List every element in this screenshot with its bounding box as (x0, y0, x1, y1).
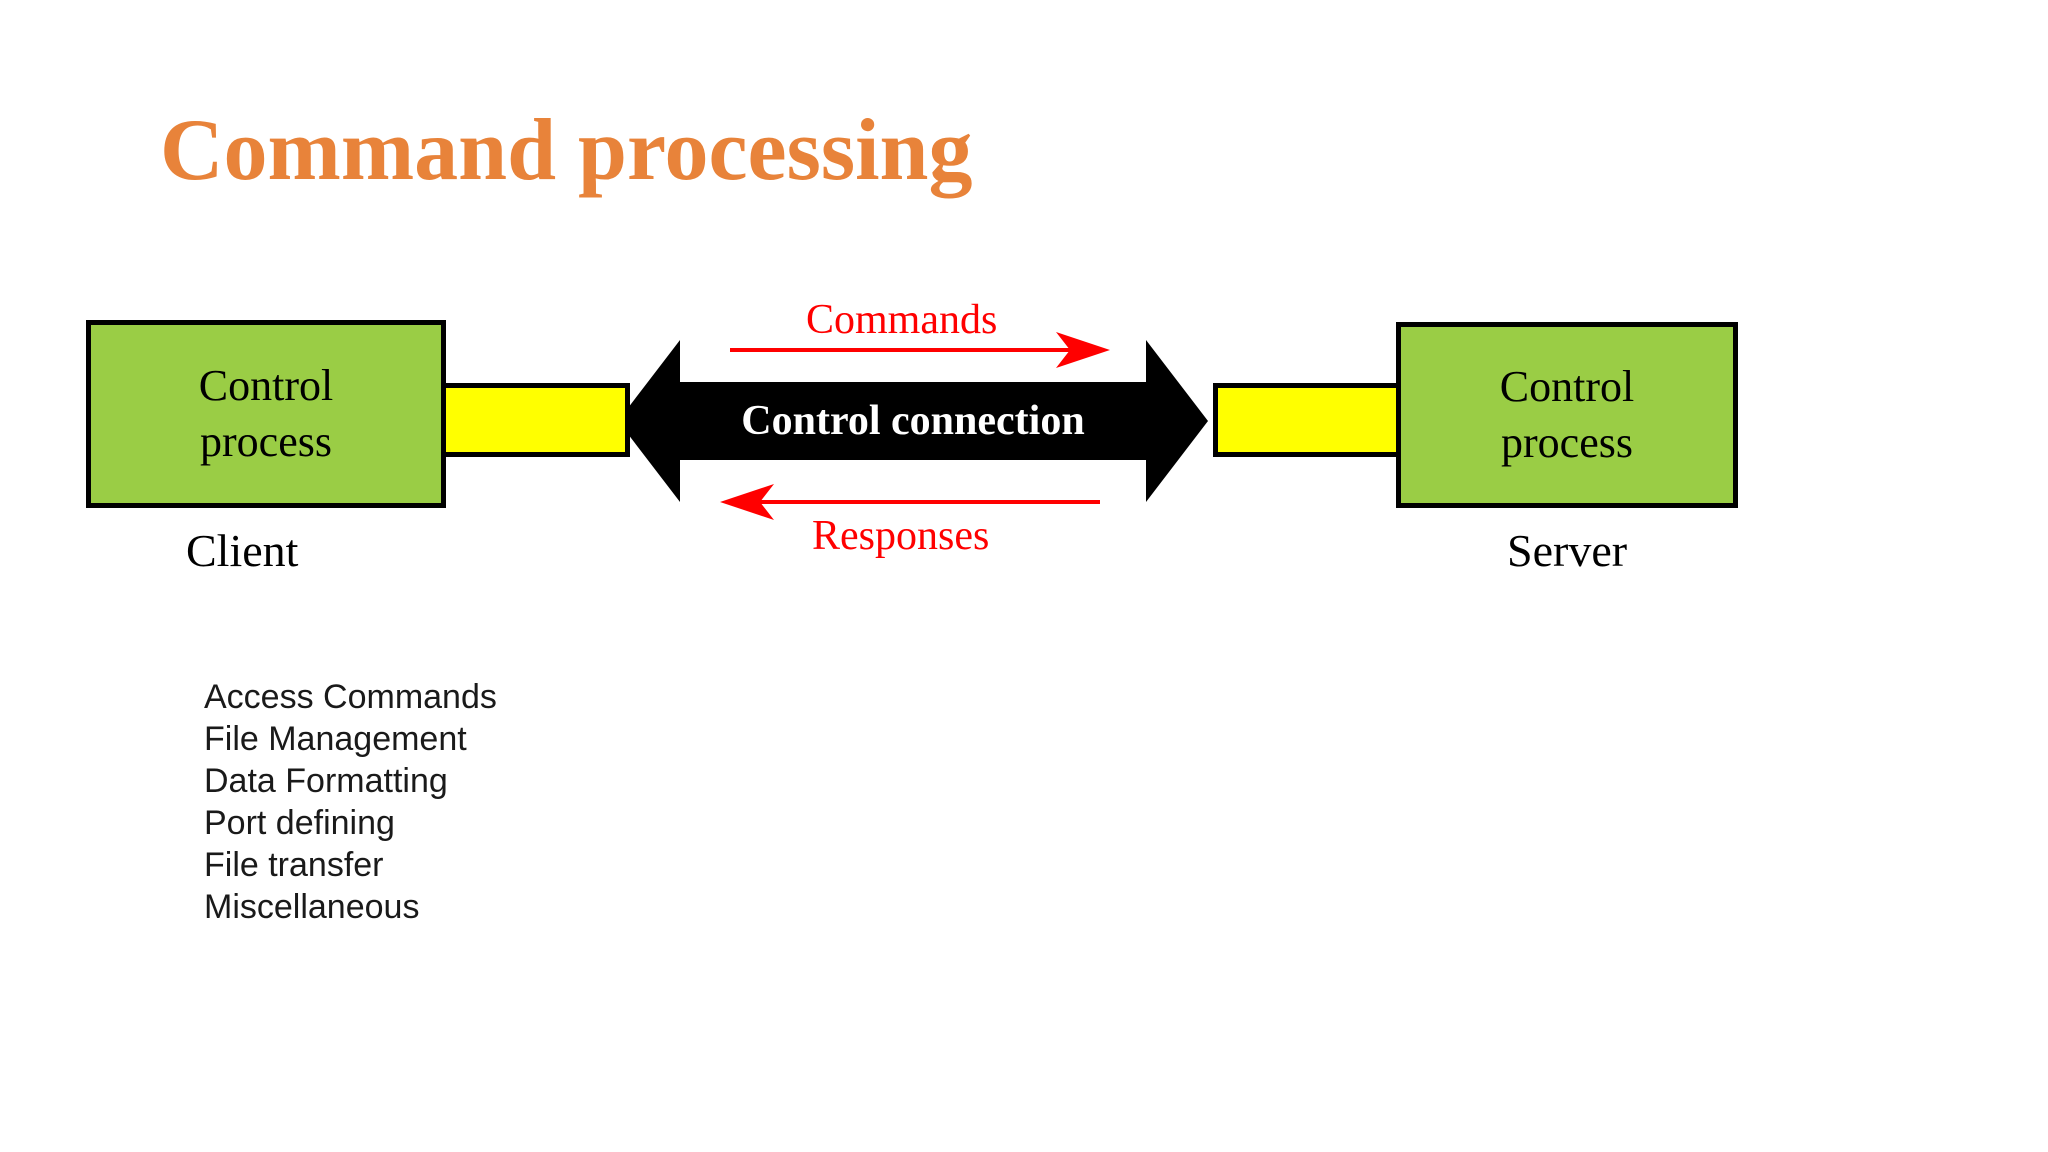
responses-flow-label: Responses (812, 513, 990, 559)
list-item: Access Commands (204, 678, 497, 716)
list-item: Data Formatting (204, 762, 448, 800)
arrow-left-icon (720, 484, 1100, 520)
client-connector-stub (440, 383, 630, 457)
list-item: Port defining (204, 804, 395, 842)
list-item: Miscellaneous (204, 888, 420, 926)
client-process-label-line1: Control (198, 360, 334, 410)
list-item: File transfer (204, 846, 384, 884)
server-connector-stub (1213, 383, 1403, 457)
arrow-right-icon (730, 332, 1110, 368)
double-headed-arrow-icon (618, 340, 1208, 502)
server-process-label-line2: process (1501, 418, 1633, 467)
server-process-label-line1: Control (1499, 361, 1635, 411)
list-item: File Management (204, 720, 467, 758)
client-control-process-box: Control process (86, 320, 446, 508)
control-connection-arrow (618, 340, 1208, 502)
client-process-label-line2: process (200, 417, 332, 466)
client-caption: Client (186, 525, 299, 576)
command-categories-list: Access Commands File Management Data For… (204, 676, 497, 928)
page-title: Command processing (160, 102, 973, 199)
commands-flow-label: Commands (806, 297, 998, 343)
server-control-process-box: Control process (1396, 322, 1738, 508)
server-caption: Server (1507, 525, 1628, 576)
